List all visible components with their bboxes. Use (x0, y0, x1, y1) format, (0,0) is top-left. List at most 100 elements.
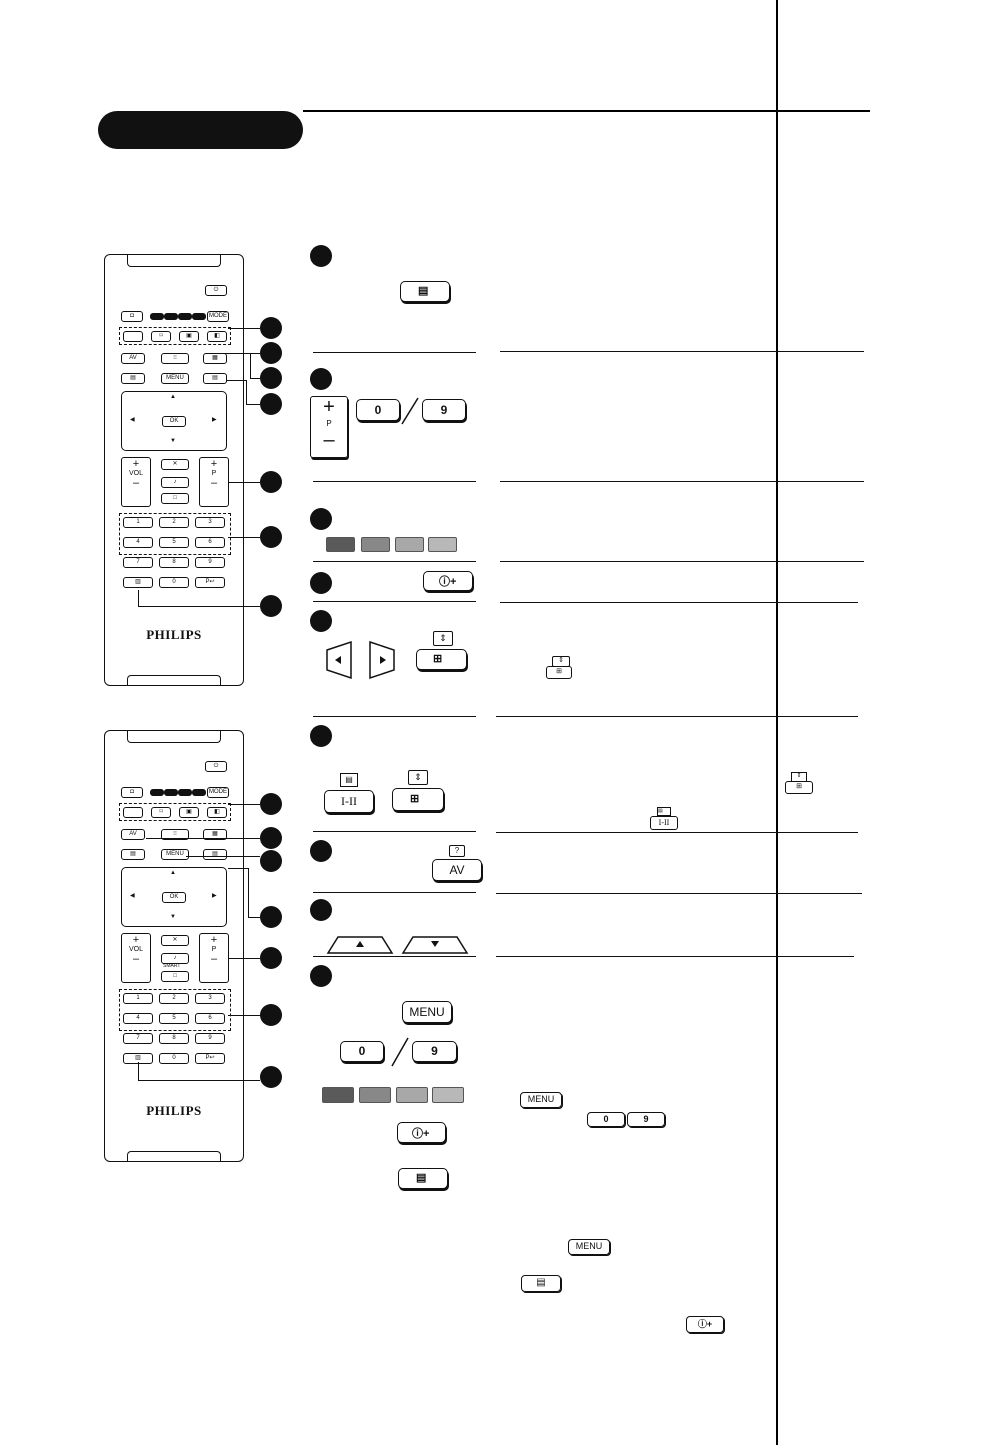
power-key: ⏻ (205, 285, 227, 296)
menu-inline-icon: MENU (568, 1239, 610, 1255)
nav-up-icon: ▲ (170, 394, 176, 400)
format-up-icon: ⇕ (433, 631, 453, 646)
red-key (326, 537, 355, 552)
callout-dot (260, 793, 282, 815)
digit-key-2: 2 (159, 993, 189, 1004)
up-arrow-button (326, 936, 394, 954)
navigation-pad: OK ▲ ▼ ◀ ▶ (121, 391, 227, 451)
teletext-button: ▤ (398, 1168, 448, 1189)
rewind-key (123, 331, 143, 342)
sound-key: ♪ (161, 953, 189, 964)
step-dot (310, 572, 332, 594)
separator (500, 481, 864, 482)
separator (313, 601, 476, 602)
digit-key-3: 3 (195, 993, 225, 1004)
mode-key-3 (178, 313, 192, 320)
digit-key-1: 1 (123, 993, 153, 1004)
callout-line (246, 380, 247, 404)
tv-mode-key (150, 789, 164, 796)
info-icon: ⓘ+ (412, 1128, 430, 1140)
red-key (322, 1087, 354, 1103)
format-small-button-icon: ⊞ (785, 781, 813, 794)
digit-key-6: 6 (195, 1013, 225, 1024)
callout-line (248, 917, 260, 918)
callout-line (138, 1080, 260, 1081)
sleep-key: ⁝⁝ (161, 353, 189, 364)
digit-key-8: 8 (159, 1033, 189, 1044)
menu-key: MENU (161, 849, 189, 860)
smart-label: SMART (163, 963, 181, 969)
callout-line (146, 838, 260, 839)
format-up-icon: ⇕ (408, 770, 428, 785)
separator (500, 602, 858, 603)
teletext-mix-key: ▤ (121, 373, 145, 384)
section-tab (98, 111, 303, 149)
nav-right-icon: ▶ (212, 893, 217, 899)
volume-rocker: + VOL – (121, 457, 151, 507)
page-edge-rule (776, 0, 778, 1445)
callout-dot (260, 471, 282, 493)
remote-bottom-edge (127, 1151, 221, 1162)
callout-line (246, 404, 260, 405)
callout-line (138, 606, 260, 607)
separator (496, 893, 862, 894)
rewind-key (123, 807, 143, 818)
info-icon: ⓘ+ (439, 576, 457, 588)
av-key: AV (121, 353, 145, 364)
nav-down-icon: ▼ (170, 438, 176, 444)
callout-line (250, 378, 260, 379)
info-key: ▥ (123, 577, 153, 588)
remote-bottom-edge (127, 675, 221, 686)
dvd-mode-key (164, 313, 178, 320)
callout-dot (260, 1066, 282, 1088)
dual-sound-button: I-II (324, 790, 374, 813)
digit-key-9: 9 (195, 557, 225, 568)
mode-key: MODE (207, 787, 229, 798)
step-dot (310, 508, 332, 530)
separator (313, 716, 476, 717)
callout-line (248, 868, 249, 917)
digit-nine-inline-icon: 9 (627, 1112, 665, 1127)
right-arrow-button (369, 640, 395, 680)
callout-dot (260, 342, 282, 364)
digit-key-8: 8 (159, 557, 189, 568)
digit-zero-inline-icon: 0 (587, 1112, 625, 1127)
menu-button: MENU (402, 1001, 452, 1023)
separator (313, 352, 476, 353)
callout-dot (260, 526, 282, 548)
callout-line (228, 328, 260, 329)
forward-key: ◧ (207, 331, 227, 342)
separator (313, 481, 476, 482)
mode-key-4 (192, 789, 206, 796)
callout-dot (260, 1004, 282, 1026)
slash-divider (391, 1037, 409, 1067)
mode-key-4 (192, 313, 206, 320)
digit-group (119, 989, 231, 1031)
yellow-key (395, 537, 424, 552)
screen-format-key: ▦ (203, 829, 227, 840)
callout-line (228, 868, 248, 869)
digit-key-5: 5 (159, 537, 189, 548)
callout-line (138, 590, 139, 606)
remote-top-edge (127, 254, 221, 267)
menu-key: MENU (161, 373, 189, 384)
program-rocker: + P – (199, 933, 229, 983)
program-p-label: P (326, 419, 332, 428)
p-label: P (211, 470, 217, 477)
callout-line (228, 537, 260, 538)
digit-key-7: 7 (123, 1033, 153, 1044)
vol-label: VOL (128, 470, 143, 477)
digit-key-7: 7 (123, 557, 153, 568)
digit-nine-button: 9 (412, 1041, 457, 1062)
callout-dot (260, 827, 282, 849)
callout-dot (260, 906, 282, 928)
step-dot (310, 245, 332, 267)
separator (313, 561, 476, 562)
digit-key-3: 3 (195, 517, 225, 528)
teletext-icon: ▤ (416, 1172, 427, 1184)
green-key (361, 537, 390, 552)
callout-line (186, 856, 260, 857)
teletext-key: ▤ (203, 849, 227, 860)
previous-program-key: P↩ (195, 577, 225, 588)
play-key: ▣ (179, 807, 199, 818)
